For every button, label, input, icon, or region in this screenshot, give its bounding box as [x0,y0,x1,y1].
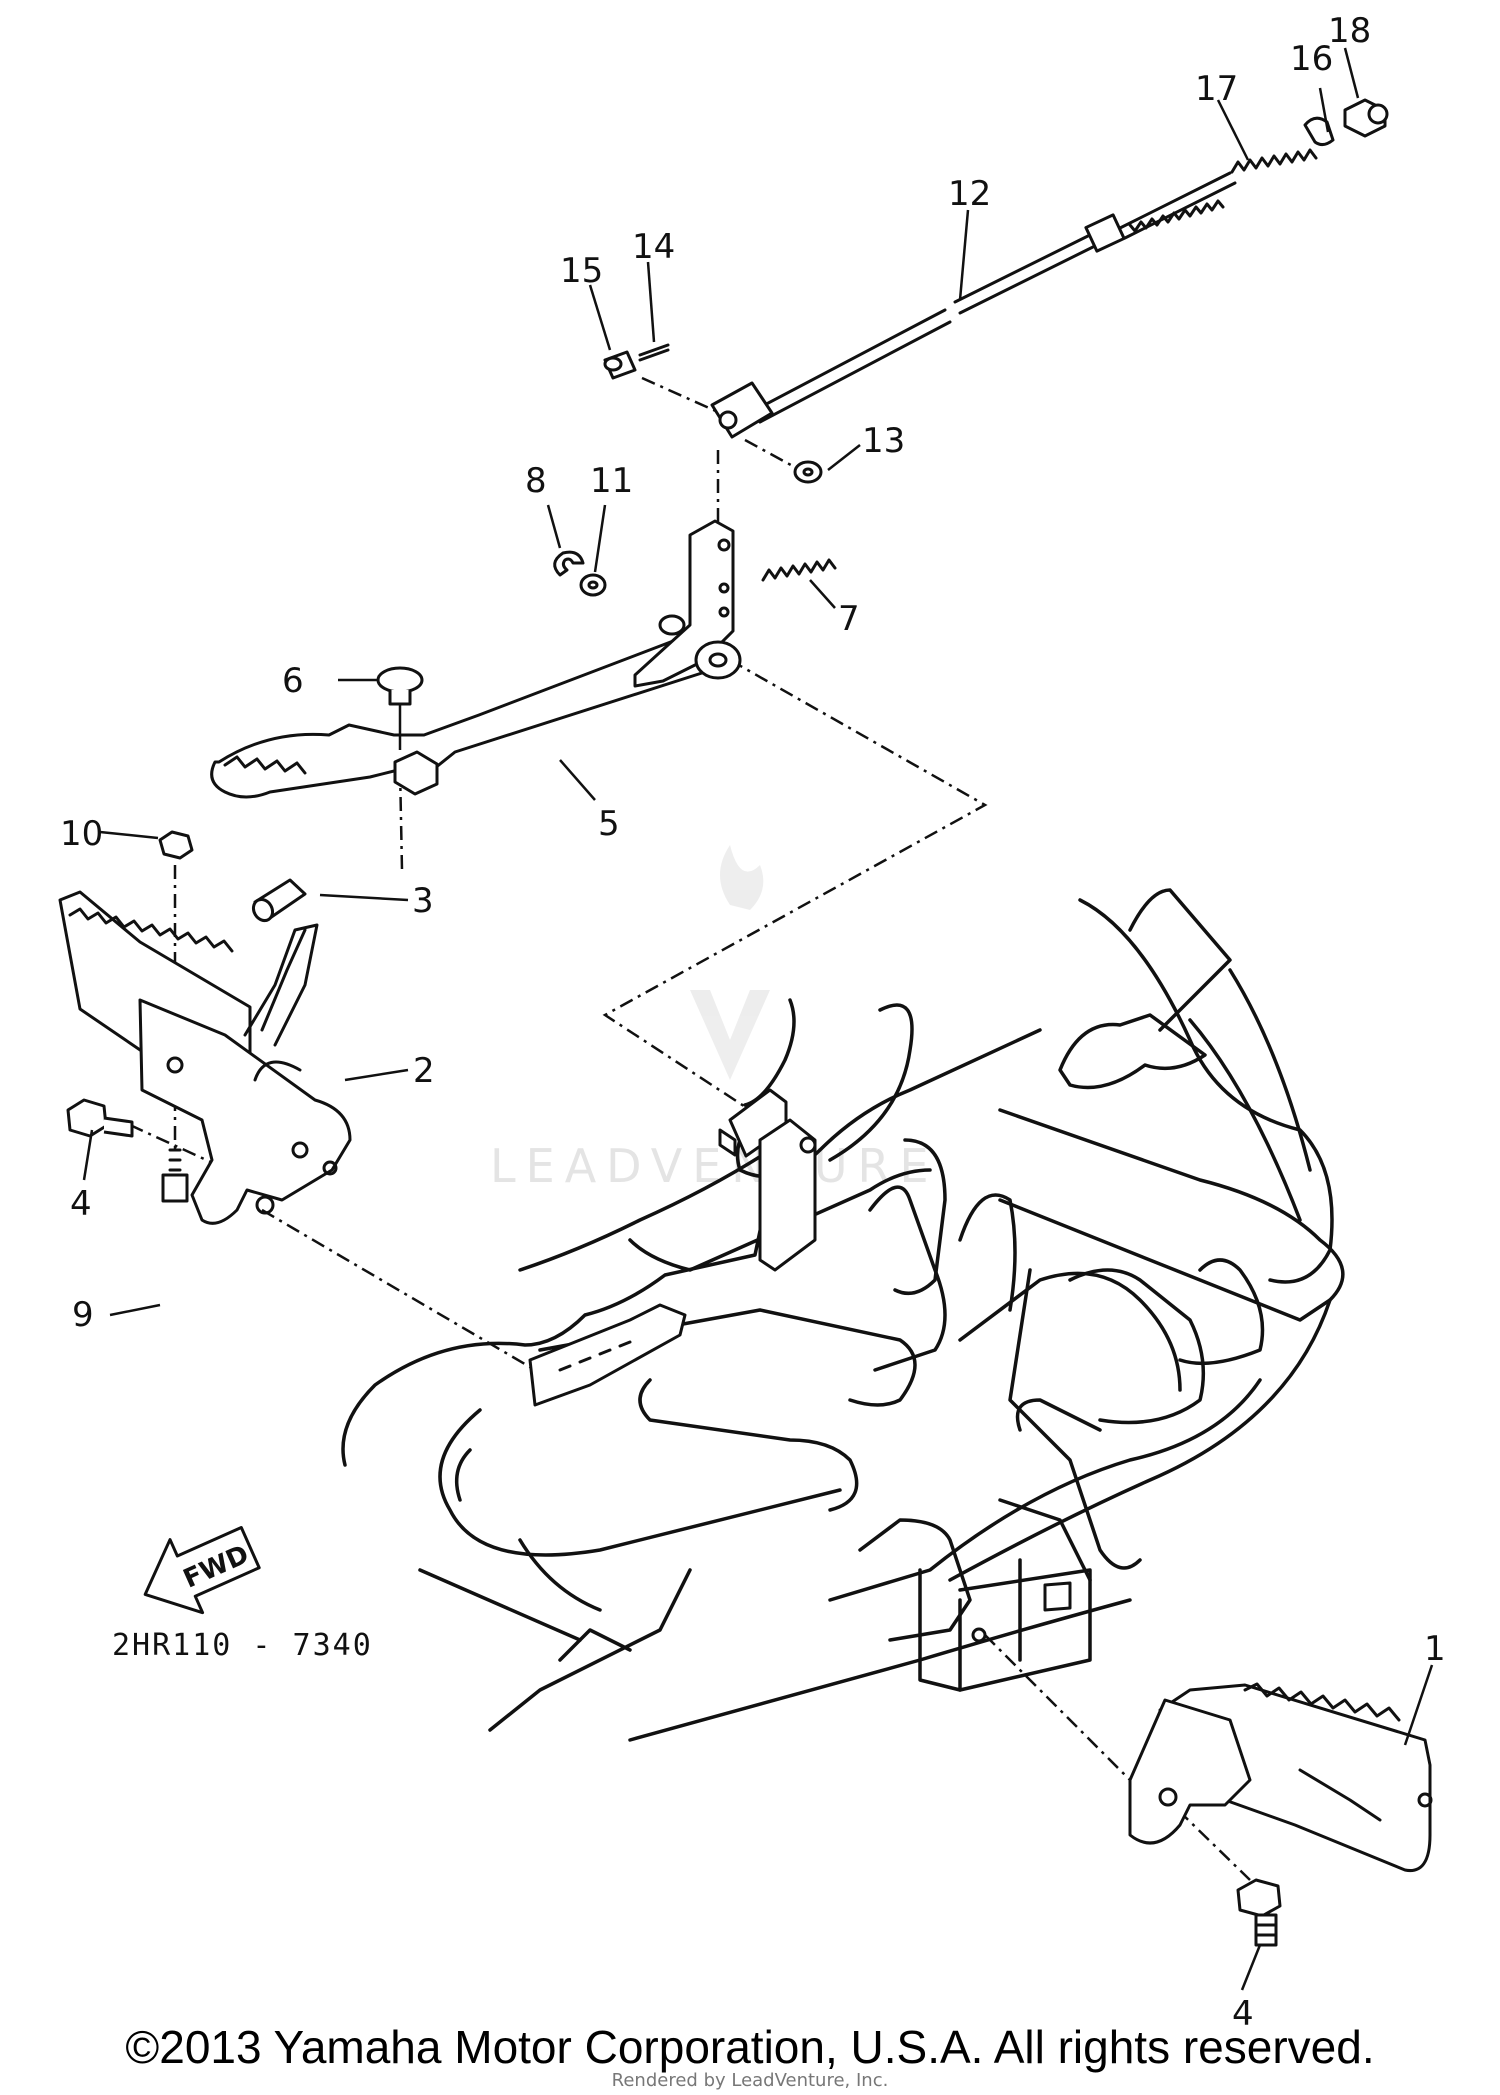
copyright-notice: ©2013 Yamaha Motor Corporation, U.S.A. A… [125,2021,1375,2073]
washer-13 [793,460,823,484]
cotter-pin-14 [638,343,670,362]
diagram-reference-code: 2HR110 - 7340 [112,1628,373,1663]
cap-6 [376,666,424,750]
callout-16: 16 [1290,39,1333,79]
clip-8 [553,550,585,577]
brake-pivot-bracket [718,1088,817,1272]
rendered-by-credit: Rendered by LeadVenture, Inc. [611,2070,889,2091]
callout-labels: 1 2 3 4 4 5 6 7 8 9 10 11 12 13 14 15 16… [60,11,1446,2034]
callout-2: 2 [413,1051,435,1091]
callout-8: 8 [525,461,547,501]
callout-11: 11 [590,461,633,501]
nut-10 [158,830,194,860]
footrest-mount-bracket [528,1303,687,1407]
bolt-4-right [1236,1878,1282,1947]
callout-14: 14 [632,227,675,267]
spring-7 [761,558,837,582]
callout-18: 18 [1328,11,1371,51]
callout-6: 6 [282,661,304,701]
callout-4-left: 4 [70,1184,92,1224]
callout-5: 5 [598,804,620,844]
callout-9: 9 [72,1295,94,1335]
leader-lines [82,47,1434,1991]
callout-13: 13 [862,421,905,461]
watermark-logo [690,845,770,1080]
footrest-2 [58,890,352,1225]
callout-17: 17 [1195,69,1238,109]
watermark-text: LEADVENTURE [490,1139,939,1193]
callout-4-right: 4 [1232,1994,1254,2034]
pin-15 [603,350,637,380]
callout-15: 15 [560,251,603,291]
brake-rod [753,171,1237,424]
callout-1: 1 [1424,1629,1446,1669]
callout-7: 7 [838,599,860,639]
bolt-9 [161,1148,189,1203]
callout-10: 10 [60,814,103,854]
rod-clevis [710,381,774,439]
spring-17 [1230,148,1318,174]
adjuster-nut-18 [1343,98,1389,138]
washer-11 [579,573,607,597]
pin-3 [251,878,307,923]
frame [341,888,1345,1742]
callout-3: 3 [412,881,434,921]
fwd-arrow: FWD [143,1526,261,1615]
callout-12: 12 [948,174,991,214]
bolt-4-left [66,1098,134,1138]
brake-pedal [210,519,742,799]
footrest-1 [1128,1682,1433,1873]
